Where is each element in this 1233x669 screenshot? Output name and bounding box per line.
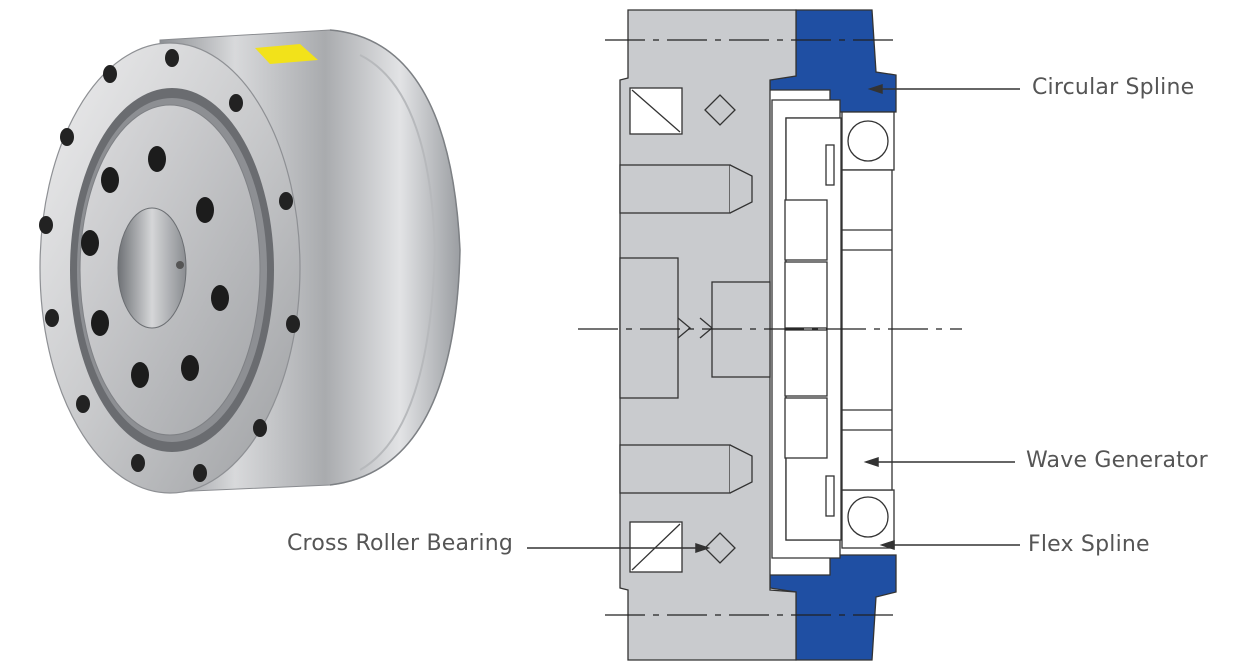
outer-bolt-holes (39, 49, 300, 482)
cross-section-drawing (619, 9, 897, 661)
label-circular-spline: Circular Spline (1032, 75, 1195, 100)
label-wave-generator: Wave Generator (1026, 448, 1208, 473)
label-flex-spline: Flex Spline (1028, 532, 1150, 557)
leader-lines (527, 83, 1020, 554)
reducer-3d-render (39, 29, 461, 494)
wave-generator-part (784, 199, 828, 261)
center-lines (578, 39, 962, 616)
yellow-tag (255, 44, 318, 64)
center-bore (117, 207, 187, 329)
inner-bolt-holes (81, 146, 229, 388)
label-cross-roller-bearing: Cross Roller Bearing (287, 531, 514, 556)
